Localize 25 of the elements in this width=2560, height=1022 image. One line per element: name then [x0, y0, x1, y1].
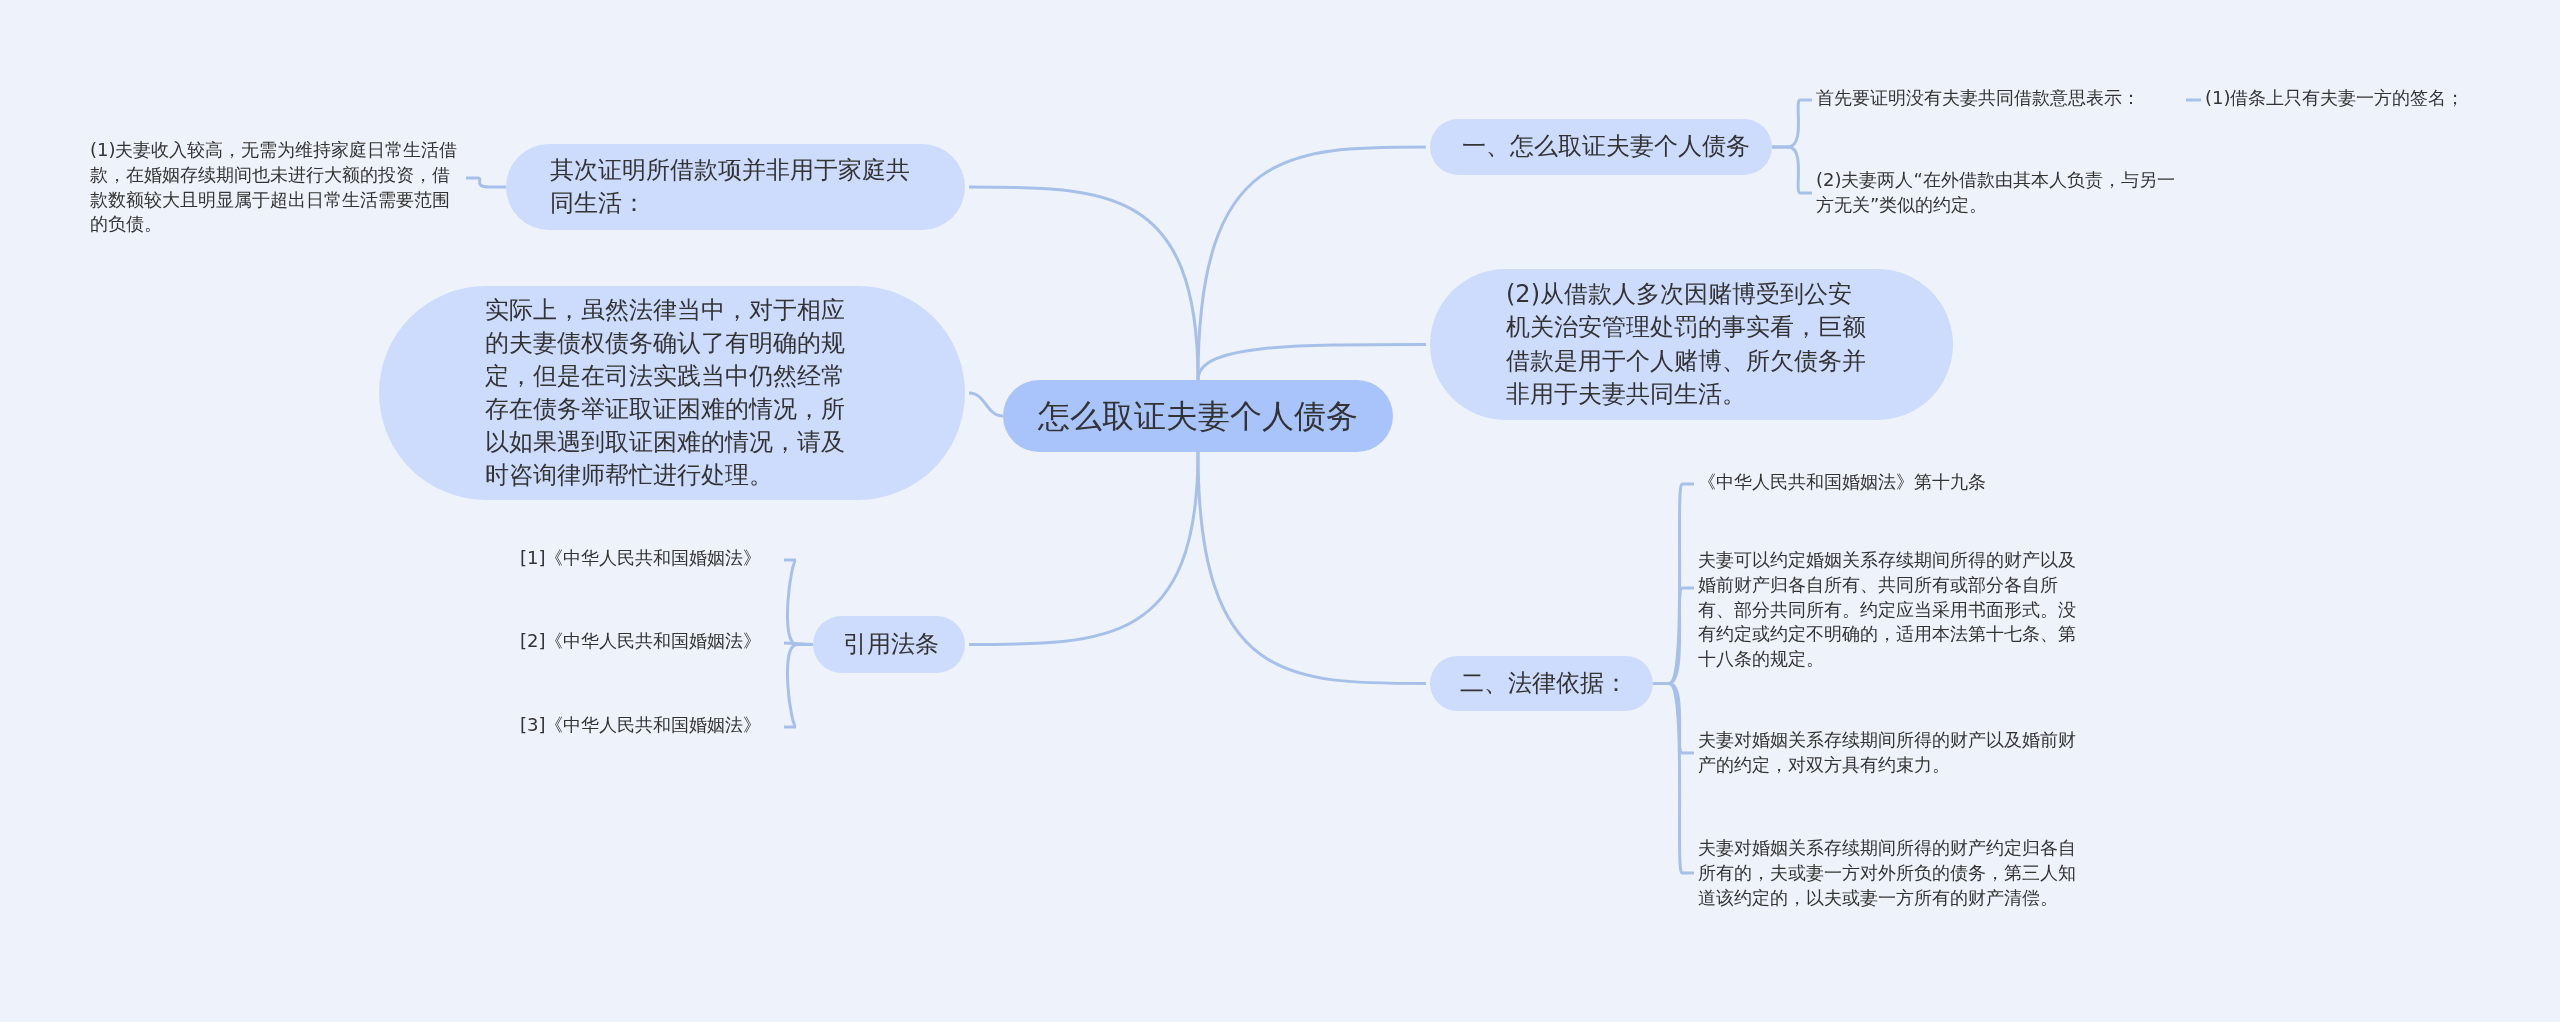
branch-text: (1)借条上只有夫妻一方的签名；: [2205, 86, 2505, 111]
branch-text: 夫妻对婚姻关系存续期间所得的财产以及婚前财产的约定，对双方具有约束力。: [1698, 728, 2082, 778]
branch-text: [1]《中华人民共和国婚姻法》: [520, 546, 780, 571]
branch-text: 首先要证明没有夫妻共同借款意思表示：: [1816, 86, 2146, 111]
topic-bubble: 其次证明所借款项并非用于家庭共同生活：: [506, 144, 965, 230]
connector-line: [1196, 343, 1426, 381]
branch-text: 《中华人民共和国婚姻法》第十九条: [1698, 470, 2028, 495]
branch-text: (1)夫妻收入较高，无需为维持家庭日常生活借款，在婚姻存续期间也未进行大额的投资，借款数额较大且明显属于超出日常生活需要范围的负债。: [90, 138, 462, 238]
connector-line: [969, 451, 1200, 646]
branch-text: 夫妻对婚姻关系存续期间所得的财产约定归各自所有的，夫或妻一方对外所负的债务，第三人知道该约定的，以夫或妻一方所有的财产清偿。: [1698, 836, 2082, 911]
connector-line: [968, 391, 1004, 418]
connector-line: [1772, 145, 1812, 195]
connector-line: [1196, 451, 1426, 685]
branch-text: (2)夫妻两人“在外借款由其本人负责，与另一方无关”类似的约定。: [1816, 168, 2188, 218]
central-topic: 怎么取证夫妻个人债务: [1003, 380, 1393, 452]
topic-bubble: (2)从借款人多次因赌博受到公安机关治安管理处罚的事实看，巨额借款是用于个人赌博、所欠债务并非用于夫妻共同生活。: [1430, 269, 1953, 420]
topic-bubble: 引用法条: [813, 616, 965, 673]
connector-line: [466, 176, 506, 189]
branch-text: [2]《中华人民共和国婚姻法》: [520, 629, 780, 654]
connector-line: [2186, 98, 2201, 102]
branch-text: [3]《中华人民共和国婚姻法》: [520, 713, 780, 738]
branch-text: 夫妻可以约定婚姻关系存续期间所得的财产以及婚前财产归各自所有、共同所有或部分各自所有、部分共同所有。约定应当采用书面形式。没有约定或约定不明确的，适用本法第十七条、第十八条的规定。: [1698, 548, 2082, 673]
topic-bubble: 实际上，虽然法律当中，对于相应的夫妻债权债务确认了有明确的规定，但是在司法实践当中仍然经常存在债务举证取证困难的情况，所以如果遇到取证困难的情况，请及时咨询律师帮忙进行处理。: [379, 286, 965, 500]
topic-bubble: 二、法律依据：: [1430, 656, 1653, 711]
topic-bubble: 一、怎么取证夫妻个人债务: [1430, 119, 1772, 175]
